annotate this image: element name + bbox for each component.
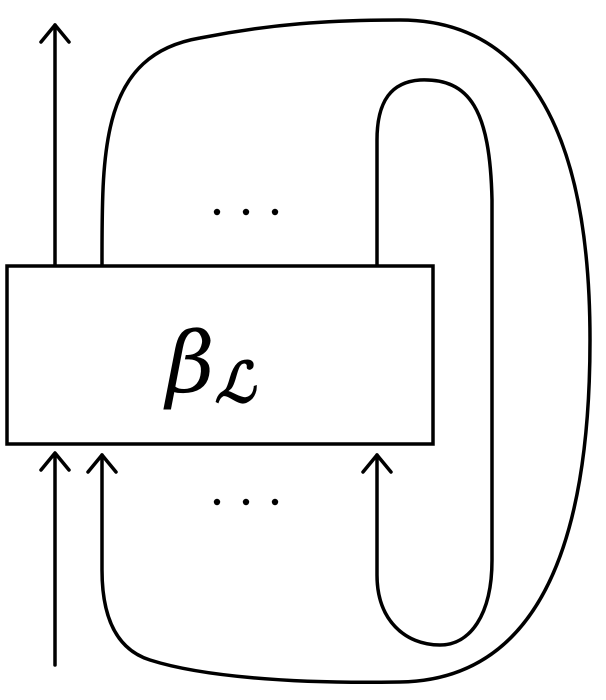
braid-symbol: β bbox=[163, 314, 215, 412]
ellipsis-bottom bbox=[213, 498, 279, 506]
outer-closure-loop bbox=[100, 18, 592, 685]
inner-loop-arrowhead-icon bbox=[361, 453, 393, 474]
braid-subscript: ℒ bbox=[215, 350, 258, 416]
braid-box bbox=[5, 264, 435, 446]
left-strand-top-arrowhead-icon bbox=[39, 23, 71, 44]
ellipsis-top bbox=[213, 208, 279, 216]
braid-box-label: βℒ bbox=[163, 314, 258, 416]
inner-closure-loop bbox=[375, 78, 494, 647]
left-strand-bottom-arrowhead-icon bbox=[39, 451, 71, 472]
outer-loop-arrowhead-icon bbox=[86, 453, 118, 474]
